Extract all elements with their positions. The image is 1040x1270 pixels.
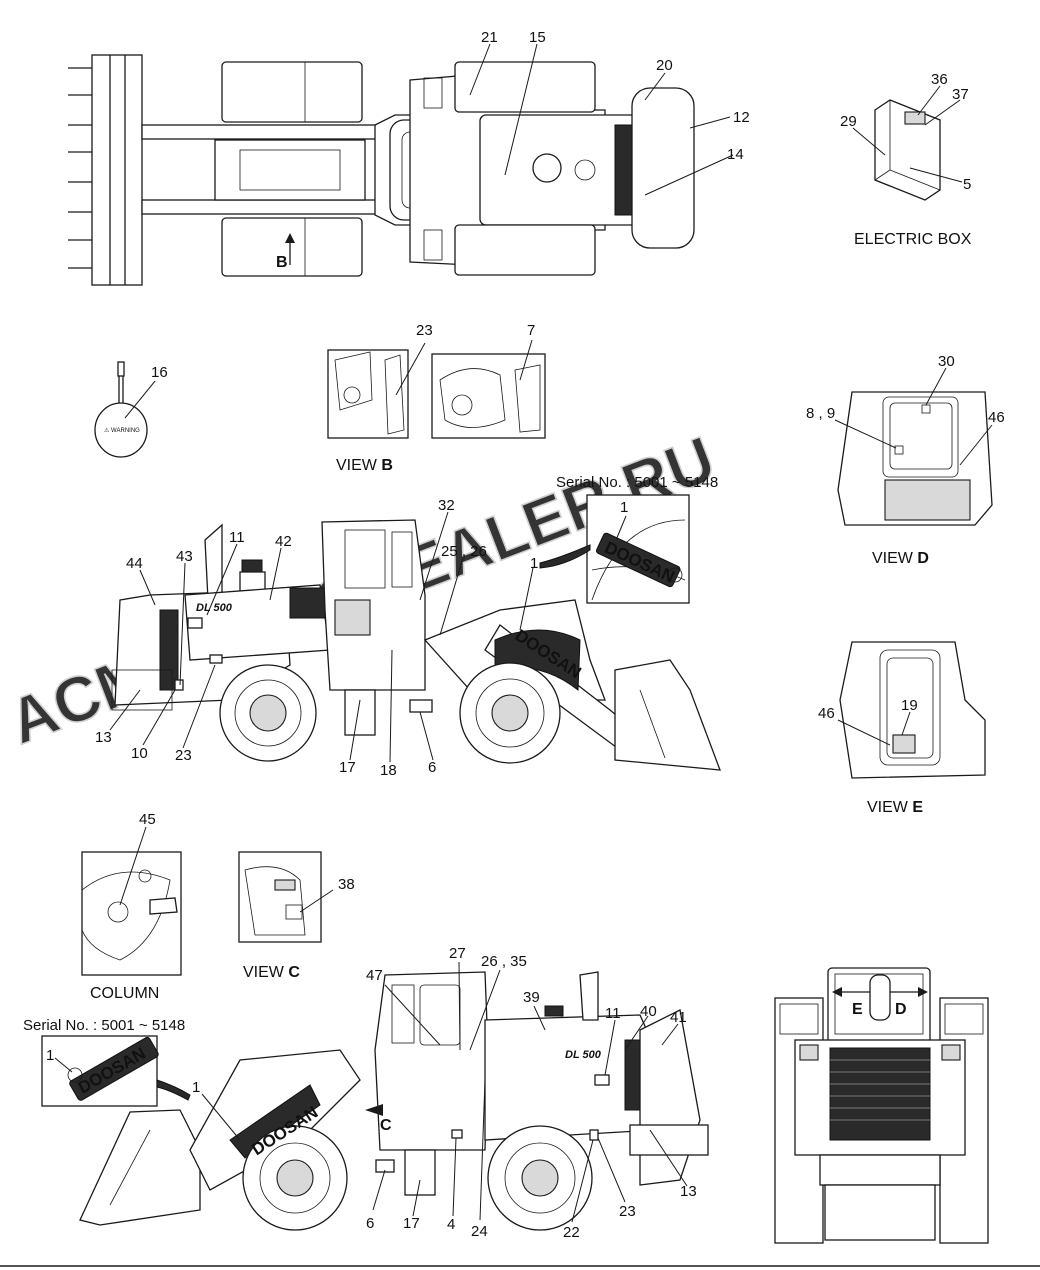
callout-5: 5 (963, 176, 971, 193)
side-left-leaders (109, 511, 534, 763)
callout-23-viewb: 23 (416, 322, 433, 339)
electric-box-caption: ELECTRIC BOX (854, 231, 972, 248)
callout-16: 16 (151, 364, 168, 381)
callout-36: 36 (931, 71, 948, 88)
callout-17-left: 17 (339, 759, 356, 776)
callout-25-26: 25 , 26 (441, 543, 487, 560)
model-decal-side-left: DL 500 (196, 602, 233, 614)
marker-e-label: E (852, 1001, 863, 1018)
serial-number-bottom: Serial No. : 5001 ~ 5148 (23, 1017, 185, 1034)
callout-11-left: 11 (229, 529, 245, 546)
serial-number-top: Serial No. : 5001 ~ 5148 (556, 474, 718, 491)
view-d-drawing (834, 367, 993, 526)
warning-tag-text: ⚠ WARNING (104, 427, 140, 434)
callout-23-right: 23 (619, 1203, 636, 1220)
model-decal-side-right: DL 500 (565, 1049, 602, 1061)
callout-20: 20 (656, 57, 673, 74)
view-d-caption: VIEW D (872, 550, 929, 567)
callout-1-inset-bottom: 1 (46, 1047, 54, 1064)
callout-41: 41 (670, 1009, 687, 1026)
serial-inset-bottom (41, 1035, 191, 1107)
callout-1-left: 1 (530, 555, 538, 572)
callout-45: 45 (139, 811, 156, 828)
view-e-drawing (837, 641, 986, 779)
callout-6-right: 6 (366, 1215, 374, 1232)
callout-18: 18 (380, 762, 397, 779)
callout-46-viewd: 46 (988, 409, 1005, 426)
callout-29: 29 (840, 113, 857, 130)
callout-1-inset-top: 1 (620, 499, 628, 516)
front-view-drawing (774, 967, 989, 1244)
column-caption: COLUMN (90, 985, 159, 1002)
callout-13-left: 13 (95, 729, 112, 746)
side-view-left-drawing (111, 519, 721, 771)
marker-c-label: C (380, 1117, 392, 1134)
callout-14: 14 (727, 146, 744, 163)
callout-26-35: 26 , 35 (481, 953, 527, 970)
callout-46-viewe: 46 (818, 705, 835, 722)
top-view-leaders (469, 43, 734, 196)
marker-b-label: B (276, 254, 288, 271)
callout-27: 27 (449, 945, 466, 962)
callout-7: 7 (527, 322, 535, 339)
callout-39: 39 (523, 989, 540, 1006)
callout-42: 42 (275, 533, 292, 550)
callout-8-9: 8 , 9 (806, 405, 835, 422)
side-right-leaders (201, 961, 688, 1223)
callout-43: 43 (176, 548, 193, 565)
marker-d-label: D (895, 1001, 907, 1018)
view-b-caption: VIEW B (336, 457, 393, 474)
callout-17-right: 17 (403, 1215, 420, 1232)
warning-tag-drawing (94, 361, 156, 458)
callout-23-left: 23 (175, 747, 192, 764)
view-b-panel-left (327, 342, 426, 439)
callout-32: 32 (438, 497, 455, 514)
callout-15: 15 (529, 29, 546, 46)
top-view-drawing (68, 54, 695, 286)
callout-24: 24 (471, 1223, 488, 1240)
callout-44: 44 (126, 555, 143, 572)
column-panel-drawing (81, 826, 182, 976)
callout-10: 10 (131, 745, 148, 762)
callout-6-left: 6 (428, 759, 436, 776)
callout-12: 12 (733, 109, 750, 126)
callout-11-right: 11 (605, 1005, 621, 1022)
callout-38: 38 (338, 876, 355, 893)
view-c-panel-drawing (238, 851, 334, 943)
callout-21: 21 (481, 29, 498, 46)
view-c-caption: VIEW C (243, 964, 300, 981)
callout-4: 4 (447, 1216, 455, 1233)
serial-inset-top (539, 494, 690, 604)
callout-40: 40 (640, 1003, 657, 1020)
view-b-panel-right (431, 339, 546, 439)
callout-19: 19 (901, 697, 918, 714)
callout-37: 37 (952, 86, 969, 103)
callout-47: 47 (366, 967, 383, 984)
view-e-caption: VIEW E (867, 799, 923, 816)
electric-box-leaders (852, 85, 963, 183)
side-view-right-drawing (79, 971, 709, 1231)
callout-30: 30 (938, 353, 955, 370)
callout-13-right: 13 (680, 1183, 697, 1200)
callout-22: 22 (563, 1224, 580, 1241)
callout-1-right: 1 (192, 1079, 200, 1096)
